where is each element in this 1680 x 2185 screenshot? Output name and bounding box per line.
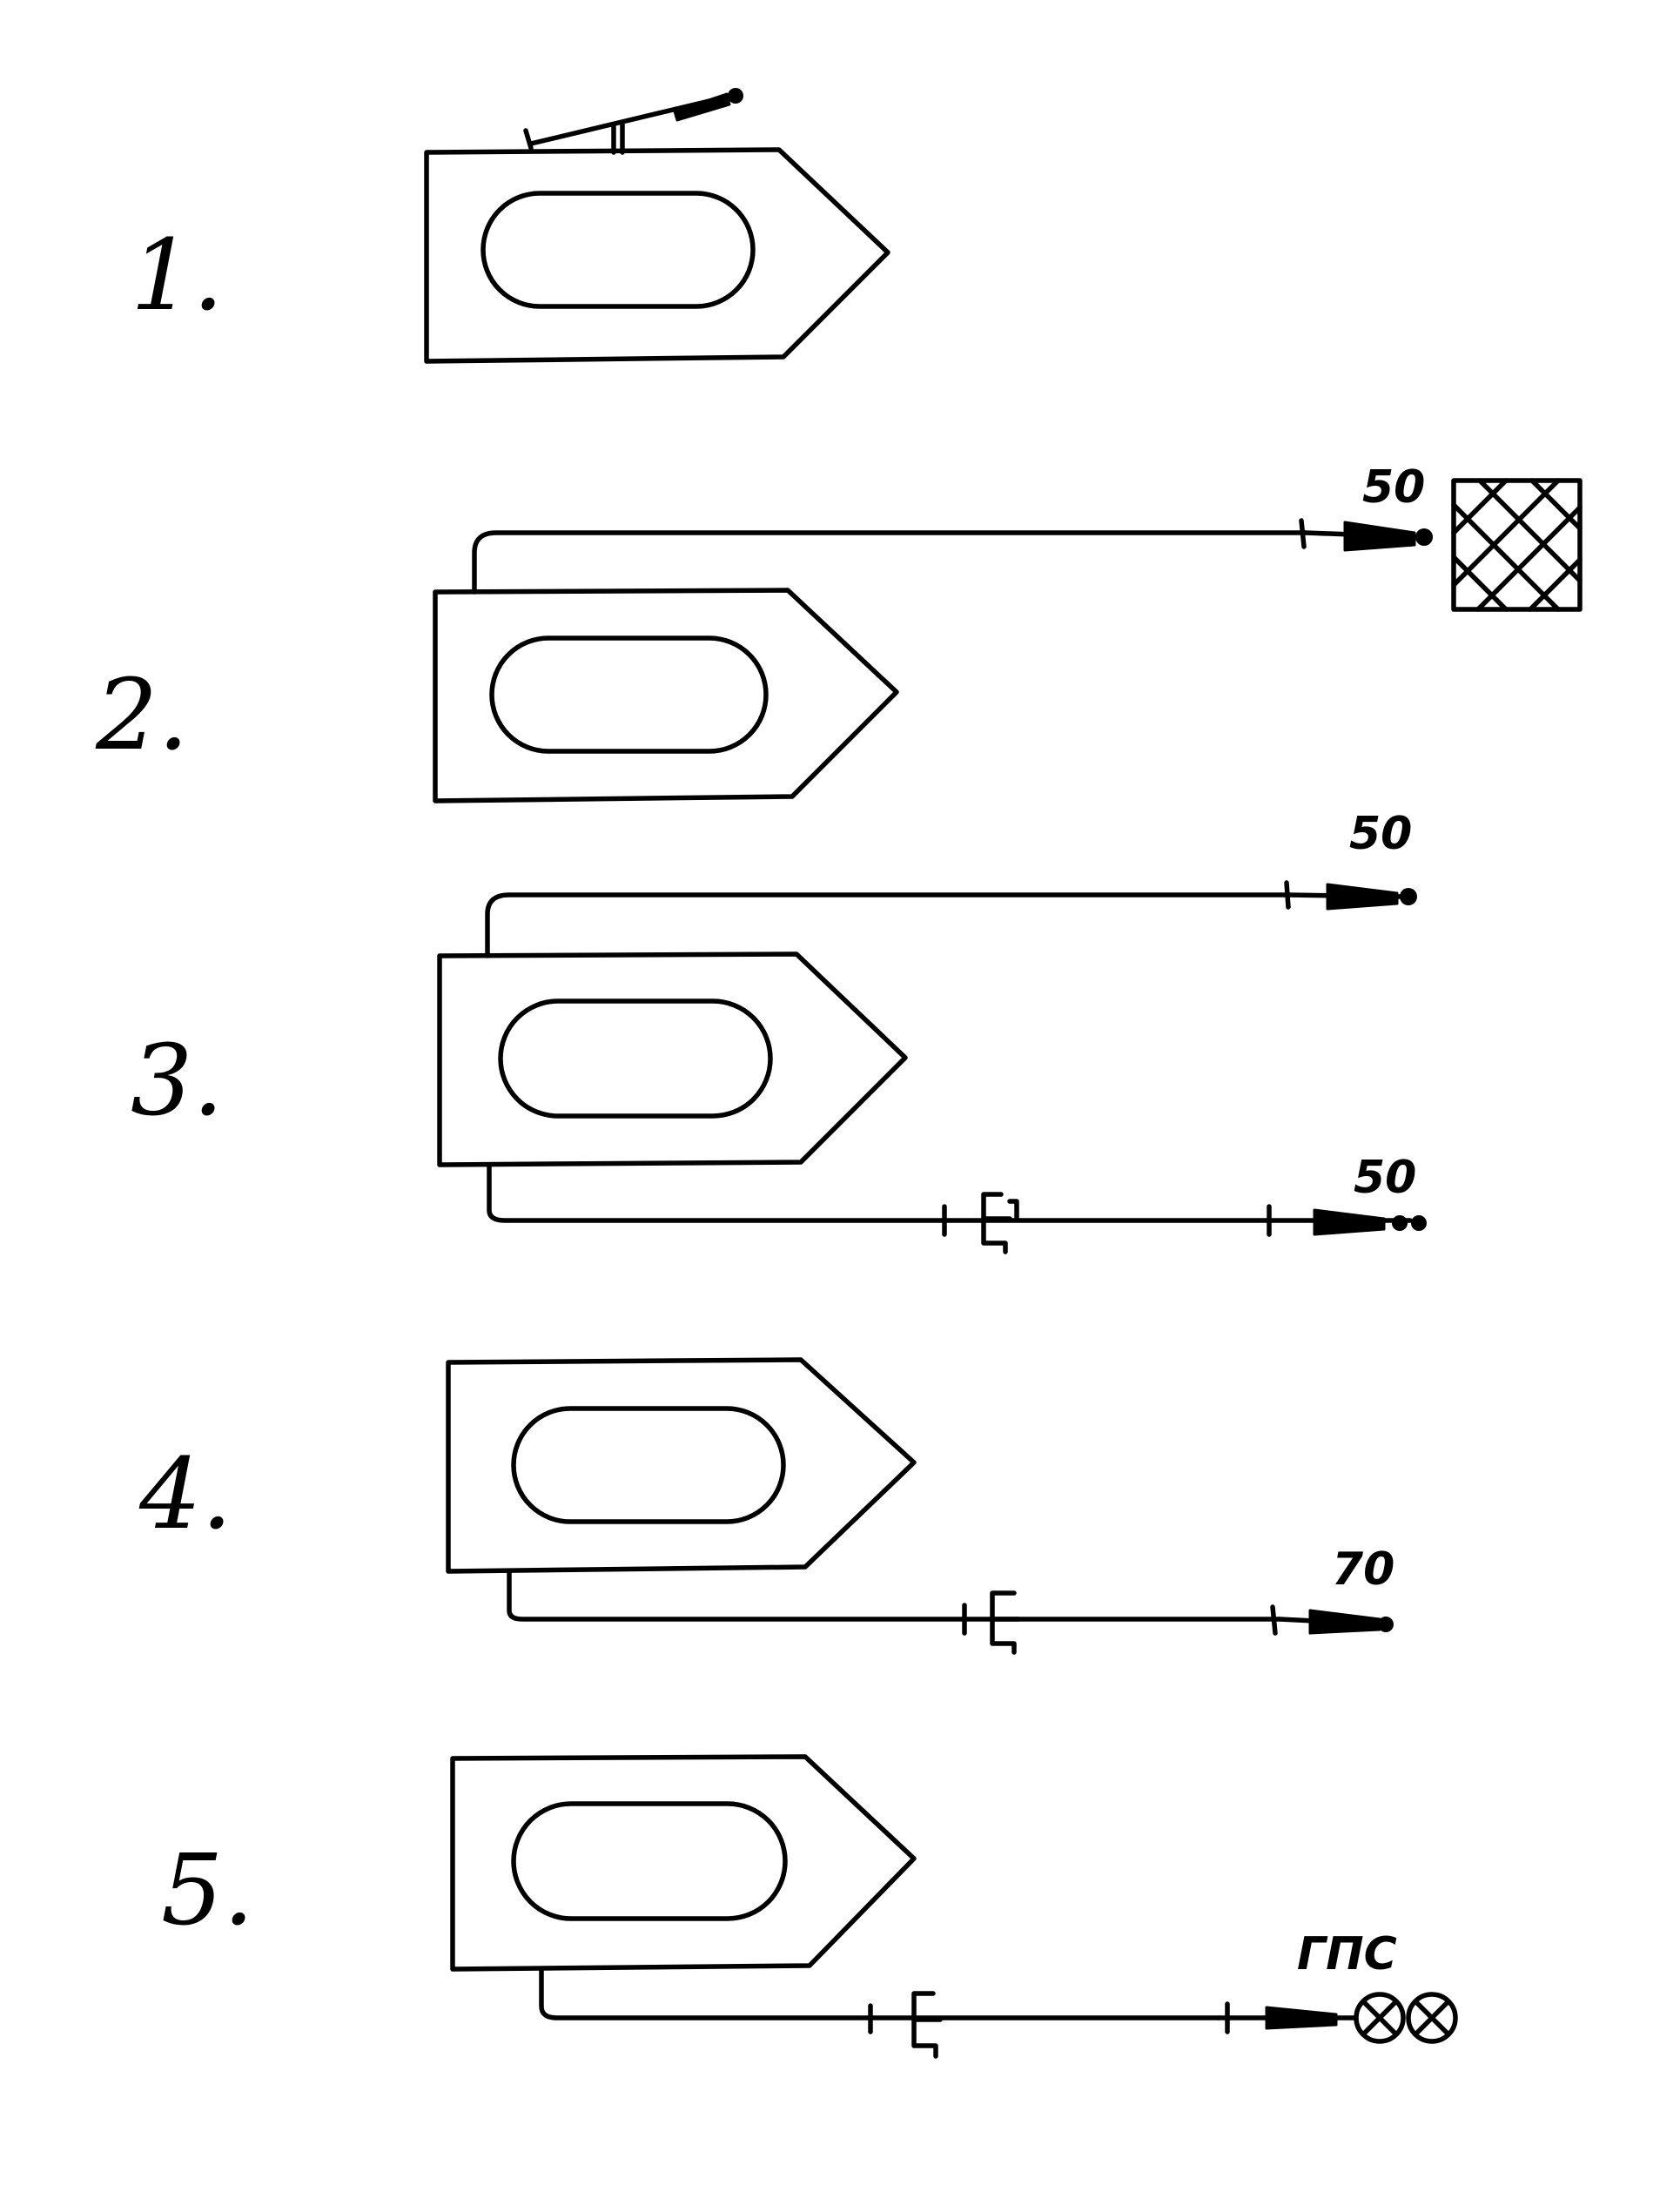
fire-truck-3: [437, 951, 908, 1167]
fire-truck-1: [424, 147, 890, 364]
hose-line-4: [507, 1569, 1394, 1636]
branching-fitting-icon: [981, 1192, 1019, 1254]
row-3: 3. 50 50: [131, 808, 1427, 1254]
fire-truck-2: [433, 588, 899, 803]
row-2: 2. 50: [95, 461, 1583, 803]
foam-generator-icon: [1354, 1992, 1458, 2044]
hose-label-4: 70: [1332, 1543, 1394, 1596]
hose-line-2: [472, 518, 1433, 595]
hose-label-5: ГПС: [1297, 1928, 1397, 1980]
hose-label-3-bottom: 50: [1354, 1152, 1416, 1204]
row-5-number: 5.: [161, 1834, 254, 1947]
truck-body: [433, 588, 899, 803]
crosshatched-target-icon: [1451, 478, 1583, 612]
truck-body: [450, 1754, 917, 1972]
branching-fitting-icon: [911, 1991, 943, 2059]
hose-label-2: 50: [1362, 461, 1425, 514]
truck-body: [446, 1357, 917, 1574]
row-5: 5. ГПС: [161, 1754, 1458, 2059]
truck-body: [437, 951, 908, 1167]
row-4: 4. 70: [138, 1357, 1394, 1655]
branching-fitting-icon: [990, 1590, 1021, 1655]
truck-cab: [511, 1406, 786, 1524]
row-4-number: 4.: [138, 1438, 232, 1551]
hose-label-3-top: 50: [1349, 808, 1412, 860]
truck-cab: [498, 998, 773, 1119]
hose-line-3-top: [485, 880, 1417, 958]
row-1-number: 1.: [131, 219, 224, 333]
row-3-number: 3.: [131, 1025, 224, 1138]
row-2-number: 2.: [95, 659, 189, 772]
fire-truck-4: [446, 1357, 917, 1574]
truck-cab: [480, 191, 756, 309]
roof-monitor-icon: [523, 88, 743, 155]
row-1: 1.: [131, 88, 890, 364]
hose-line-5: [539, 1966, 1356, 2034]
hose-line-3-bottom: [487, 1162, 1427, 1237]
truck-body: [424, 147, 890, 364]
fire-truck-5: [450, 1754, 917, 1972]
truck-cab: [489, 635, 769, 754]
truck-cab: [511, 1801, 788, 1921]
